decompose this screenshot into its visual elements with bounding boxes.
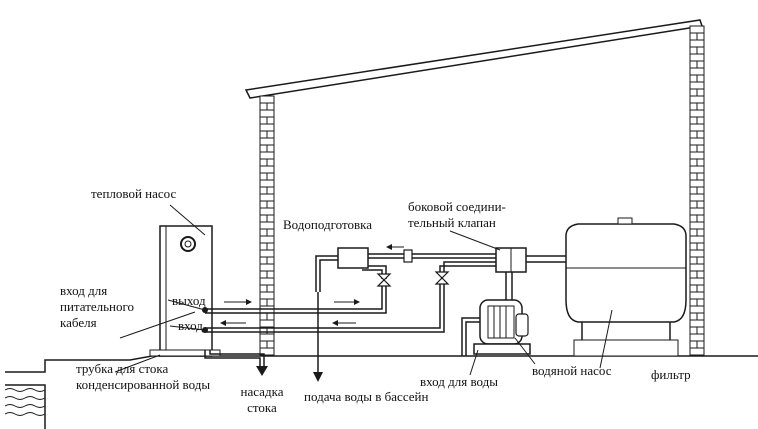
pool-supply-label: подача воды в бассейн — [304, 389, 429, 404]
water-pump — [461, 299, 531, 356]
drain-nozzle-label: насадка стока — [240, 384, 284, 415]
filter-tank — [565, 217, 687, 357]
pool-water — [4, 388, 46, 416]
inlet-pipe — [205, 283, 445, 333]
valve-right — [434, 271, 450, 285]
filter-label: фильтр — [651, 367, 691, 382]
left-brick-wall — [259, 95, 275, 357]
pool-supply-pipe — [313, 255, 338, 382]
condensate-pipe-label: трубка для стока конденсированной воды — [76, 361, 211, 392]
outlet-label: выход — [172, 293, 206, 308]
right-brick-wall — [689, 25, 705, 357]
heat-pump-label: тепловой насос — [91, 186, 177, 201]
power-cable-inlet-label: вход для питательного кабеля — [60, 283, 135, 330]
valve-left — [376, 273, 392, 287]
outlet-pipe — [205, 265, 387, 314]
condensate-drain-pipe — [204, 350, 268, 376]
flow-arrows — [220, 244, 404, 326]
bypass-pipe — [368, 249, 496, 272]
water-inlet-label: вход для воды — [420, 374, 498, 389]
heat-pump-unit — [149, 225, 221, 357]
water-pump-label: водяной насос — [532, 363, 612, 378]
roof — [244, 19, 703, 99]
bypass-valve — [495, 247, 570, 300]
water-treatment-box — [337, 247, 369, 269]
inlet-label: вход — [178, 318, 203, 333]
bypass-valve-label: боковой соедини-тельный клапан — [408, 199, 506, 230]
water-treatment-label: Водоподготовка — [283, 217, 372, 232]
leader-lines — [114, 204, 613, 376]
